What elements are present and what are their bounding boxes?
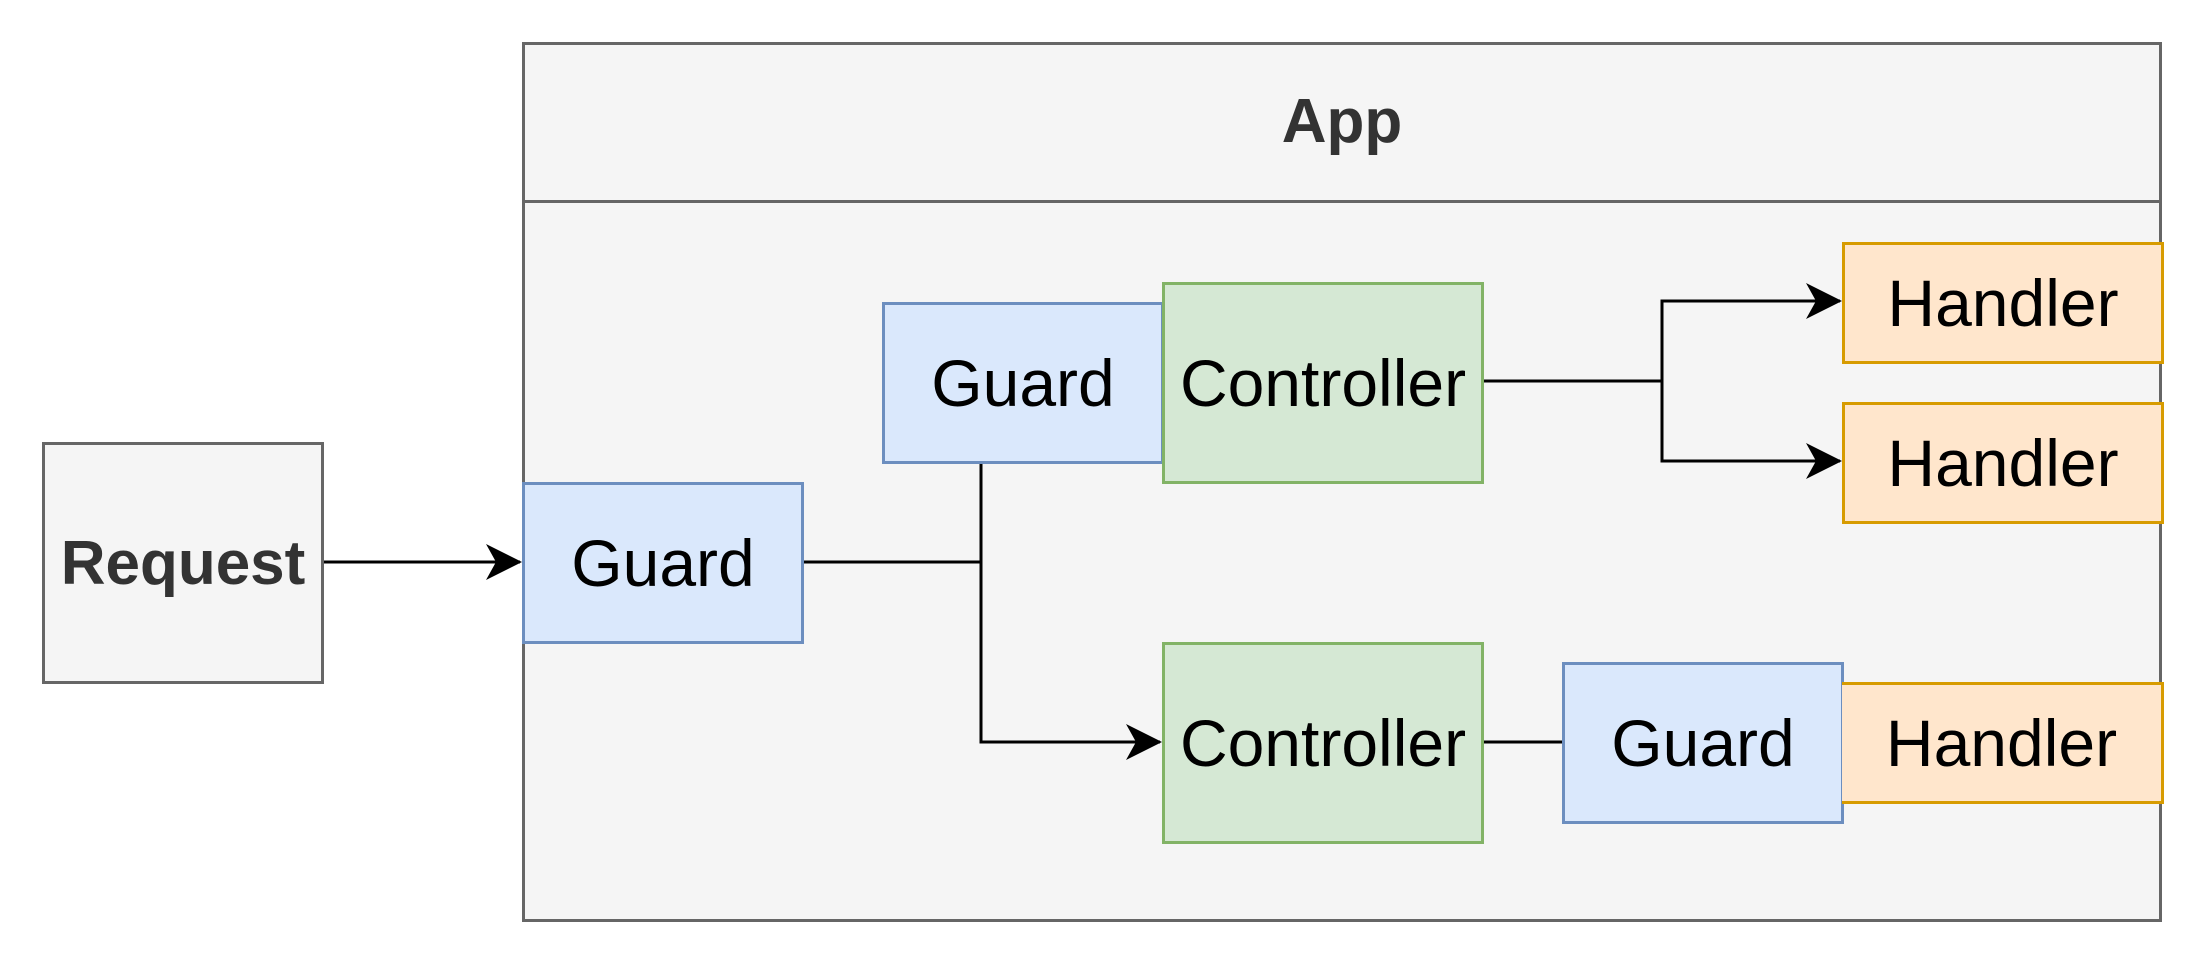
- app-header-divider: [522, 200, 2162, 203]
- controller-bottom-node: Controller: [1162, 642, 1484, 844]
- arrowhead-to-handler-top-2: [1806, 443, 1842, 479]
- arrowhead-to-handler-top-1: [1806, 283, 1842, 319]
- handler-top-1-node: Handler: [1842, 242, 2164, 364]
- guard-bottom-node: Guard: [1562, 662, 1844, 824]
- handler-bottom-node: Handler: [1842, 682, 2164, 804]
- edge-junction-to-controller-bottom: [979, 562, 1160, 744]
- arrowhead-to-controller-bottom: [1126, 724, 1162, 760]
- edge-to-handler-top-2: [1660, 381, 1840, 463]
- guard-entry-node: Guard: [522, 482, 804, 644]
- app-title: App: [1281, 86, 1403, 156]
- arrowhead-request-to-guard: [486, 544, 522, 580]
- guard-top-node: Guard: [882, 302, 1164, 464]
- controller-top-node: Controller: [1162, 282, 1484, 484]
- edge-to-handler-top-1: [1660, 299, 1840, 381]
- request-node: Request: [42, 442, 324, 684]
- handler-top-2-node: Handler: [1842, 402, 2164, 524]
